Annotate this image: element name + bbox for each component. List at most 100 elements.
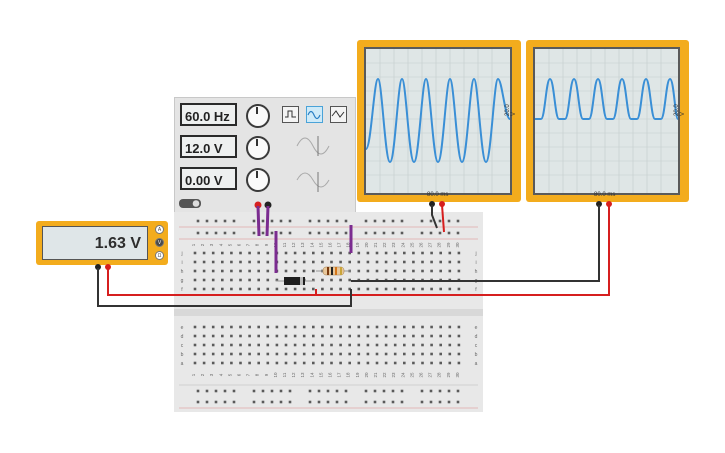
column-number-label: 16 — [328, 372, 333, 378]
multimeter[interactable]: 1.63 V A V Ω — [36, 221, 168, 265]
column-number-label: 21 — [373, 372, 378, 378]
column-number-label: 11 — [282, 372, 287, 377]
row-letter-label: a — [475, 361, 478, 367]
column-number-label: 23 — [391, 242, 396, 248]
hole-row[interactable] — [193, 343, 461, 347]
column-number-label: 15 — [318, 242, 323, 248]
power-rail-holes[interactable] — [196, 231, 460, 235]
column-number-label: 1 — [191, 243, 196, 246]
hole-row[interactable] — [193, 325, 461, 329]
frequency-knob[interactable] — [246, 104, 270, 128]
dc-offset-knob[interactable] — [246, 168, 270, 192]
oscilloscope-1-trace — [366, 77, 510, 164]
column-number-label: 6 — [237, 373, 242, 376]
function-generator[interactable]: 60.0 Hz 12.0 V 0.00 V — [174, 97, 356, 214]
column-number-label: 25 — [409, 372, 414, 378]
power-rail-holes[interactable] — [196, 219, 460, 223]
oscilloscope-1[interactable]: 80.0 ms 20.0 V — [357, 40, 521, 202]
column-number-label: 5 — [227, 243, 232, 246]
row-letter-label: h — [181, 269, 184, 275]
oscilloscope-1-time-label: 80.0 ms — [427, 192, 449, 198]
row-letter-label: a — [181, 361, 184, 367]
column-number-label: 28 — [437, 372, 442, 378]
power-rail-holes[interactable] — [196, 400, 460, 404]
hole-row[interactable] — [193, 251, 461, 255]
row-letter-label: b — [181, 352, 184, 358]
column-number-label: 24 — [400, 242, 405, 248]
column-number-label: 27 — [428, 242, 433, 248]
row-letter-label: c — [181, 343, 184, 349]
column-number-label: 25 — [409, 242, 414, 248]
row-letter-label: d — [181, 334, 184, 340]
column-number-label: 10 — [273, 242, 278, 248]
column-number-label: 18 — [346, 372, 351, 378]
offset-diagram-icon — [296, 172, 330, 192]
column-number-label: 13 — [300, 242, 305, 248]
column-number-label: 2 — [200, 373, 205, 376]
multimeter-voltmeter-button[interactable]: V — [155, 238, 164, 247]
column-number-label: 29 — [446, 242, 451, 248]
row-letter-label: g — [475, 278, 478, 284]
oscilloscope-2-trace — [535, 77, 678, 120]
column-number-label: 11 — [282, 242, 287, 247]
column-number-label: 6 — [237, 243, 242, 246]
row-letter-label: g — [181, 278, 184, 284]
hole-row[interactable] — [193, 287, 461, 291]
hole-row[interactable] — [193, 260, 461, 264]
row-letter-label: h — [475, 269, 478, 275]
column-number-label: 17 — [337, 242, 342, 248]
column-number-label: 19 — [355, 242, 360, 248]
triangle-icon — [331, 110, 345, 118]
multimeter-ammeter-button[interactable]: A — [155, 225, 164, 234]
column-number-label: 8 — [255, 243, 260, 246]
row-letter-label: d — [475, 334, 478, 340]
multimeter-ohmmeter-button[interactable]: Ω — [155, 251, 164, 260]
square-icon — [285, 110, 296, 118]
power-rail-holes[interactable] — [196, 389, 460, 393]
column-number-label: 7 — [246, 243, 251, 246]
column-number-label: 12 — [291, 242, 296, 248]
column-number-label: 29 — [446, 372, 451, 378]
column-number-label: 3 — [209, 243, 214, 246]
hole-row[interactable] — [193, 361, 461, 365]
column-number-label: 9 — [264, 373, 269, 376]
column-number-label: 12 — [291, 372, 296, 378]
oscilloscope-1-volt-label: 20.0 V — [505, 104, 517, 116]
column-number-label: 26 — [419, 242, 424, 248]
column-number-label: 21 — [373, 242, 378, 248]
row-letter-label: f — [181, 287, 183, 293]
triangle-wave-button[interactable] — [330, 106, 347, 123]
hole-row[interactable] — [193, 269, 461, 273]
column-number-label: 27 — [428, 372, 433, 378]
frequency-display: 60.0 Hz — [180, 103, 237, 126]
oscilloscope-2-volt-label: 20.0 V — [674, 104, 686, 116]
column-number-label: 5 — [227, 373, 232, 376]
hole-row[interactable] — [193, 352, 461, 356]
column-number-label: 7 — [246, 373, 251, 376]
column-number-label: 20 — [364, 242, 369, 248]
column-number-label: 1 — [191, 373, 196, 376]
square-wave-button[interactable] — [282, 106, 299, 123]
sine-wave-button[interactable] — [306, 106, 323, 123]
hole-row[interactable] — [193, 278, 461, 282]
column-number-label: 22 — [382, 242, 387, 248]
row-letter-label: j — [474, 251, 476, 257]
column-number-label: 4 — [218, 373, 223, 376]
row-letter-label: b — [475, 352, 478, 358]
power-switch[interactable] — [179, 199, 201, 208]
hole-row[interactable] — [193, 334, 461, 338]
amplitude-display: 12.0 V — [180, 135, 237, 158]
sine-icon — [307, 110, 321, 120]
oscilloscope-2[interactable]: 80.0 ms 20.0 V — [526, 40, 689, 202]
column-number-label: 18 — [346, 242, 351, 248]
dc-offset-display: 0.00 V — [180, 167, 237, 190]
column-number-label: 13 — [300, 372, 305, 378]
amplitude-diagram-icon — [296, 136, 330, 156]
oscilloscope-1-screen — [364, 47, 512, 195]
column-number-label: 28 — [437, 242, 442, 248]
amplitude-knob[interactable] — [246, 136, 270, 160]
column-number-label: 30 — [455, 372, 460, 378]
column-number-label: 16 — [328, 242, 333, 248]
column-number-label: 22 — [382, 372, 387, 378]
